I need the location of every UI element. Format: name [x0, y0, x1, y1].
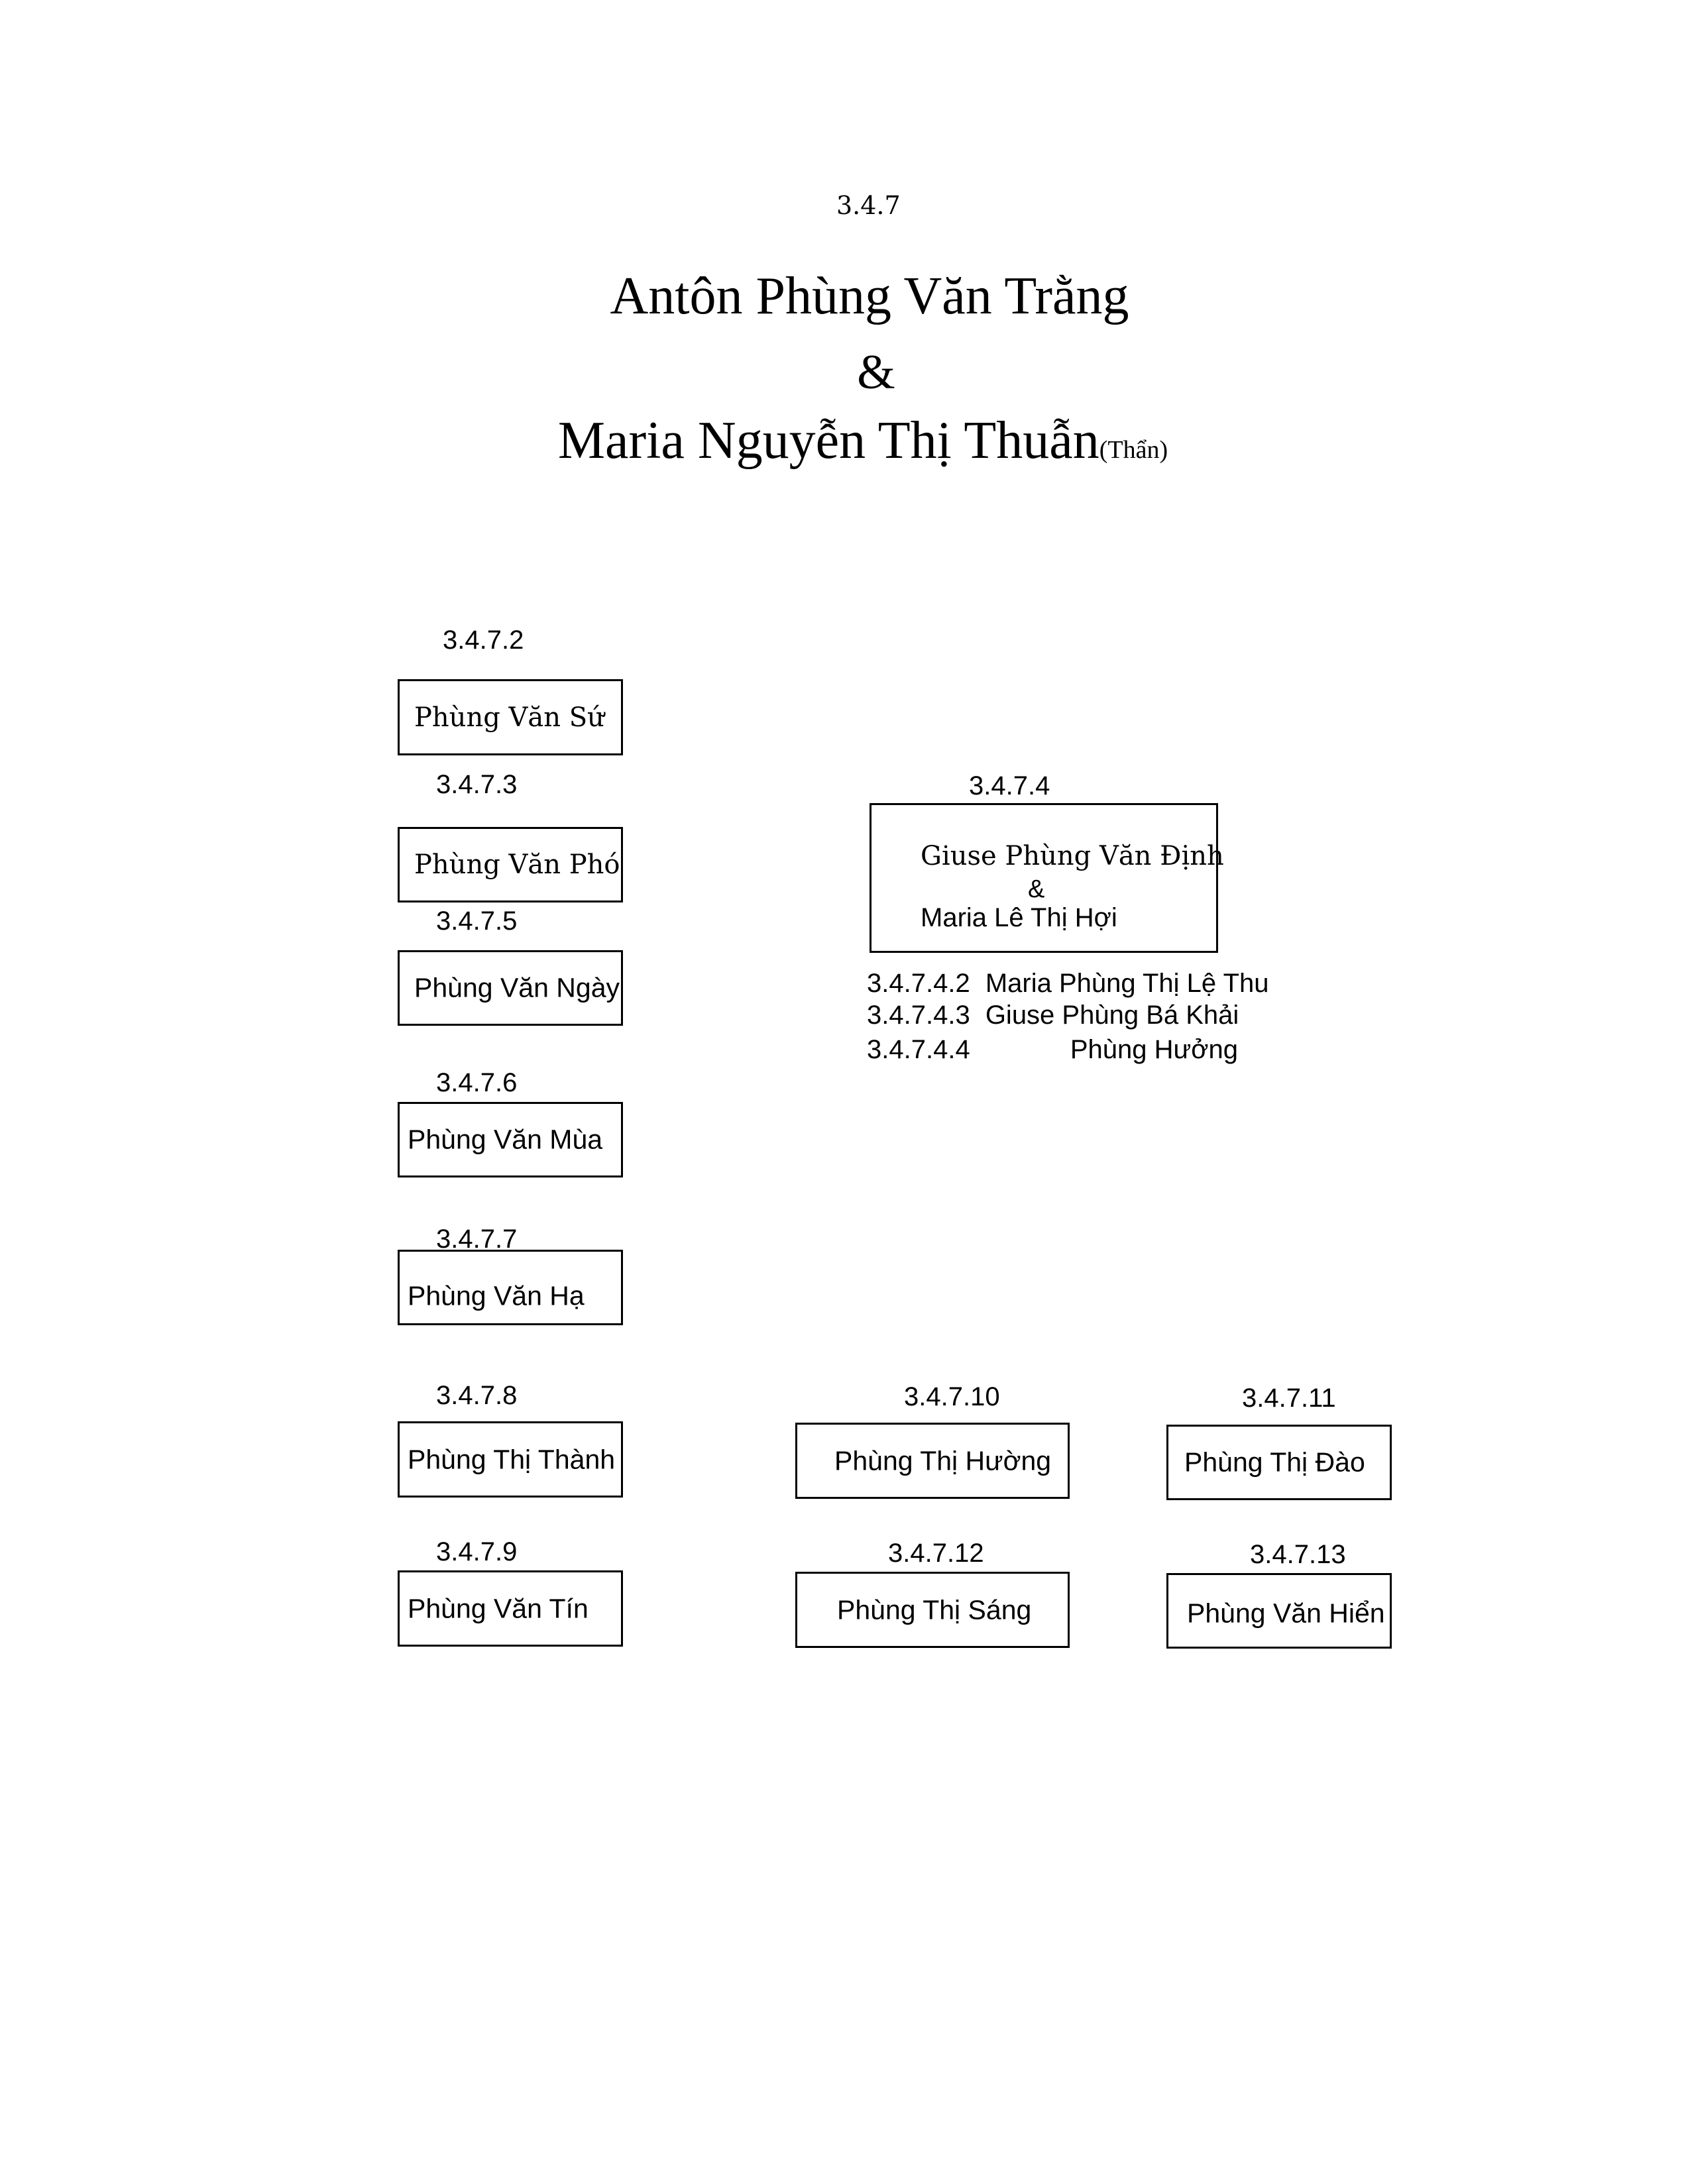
person-box: Phùng Thị Hường: [795, 1423, 1070, 1499]
person-name: Phùng Văn Hiển: [1187, 1598, 1385, 1629]
person-name: Phùng Văn Phó: [414, 849, 620, 880]
child-row: 3.4.7.4.3 Giuse Phùng Bá Khải: [867, 1001, 1239, 1030]
person-box: Phùng Văn Ngày: [398, 950, 623, 1026]
person-box: Phùng Thị Đào: [1166, 1425, 1392, 1500]
person-box: Phùng Văn Phó: [398, 827, 623, 902]
family-ampersand: &: [1028, 875, 1045, 903]
child-row: 3.4.7.4.2 Maria Phùng Thị Lệ Thu: [867, 969, 1269, 999]
wife-alias: (Thẩn): [1099, 436, 1168, 464]
title-ampersand: &: [857, 345, 895, 400]
person-name: Phùng Văn Tín: [408, 1593, 589, 1623]
person-name: Phùng Văn Ngày: [414, 972, 620, 1003]
person-box: Phùng Thị Thành: [398, 1421, 623, 1498]
person-box: Phùng Văn Mùa: [398, 1102, 623, 1177]
node-code: 3.4.7.3: [436, 770, 518, 799]
node-code: 3.4.7.7: [436, 1225, 518, 1254]
person-box: Phùng Văn Tín: [398, 1570, 623, 1647]
node-code: 3.4.7.11: [1242, 1384, 1336, 1413]
child-code: 3.4.7.4.3: [867, 1001, 970, 1030]
node-code: 3.4.7.10: [904, 1382, 1000, 1411]
header-code: 3.4.7: [836, 191, 901, 220]
node-code: 3.4.7.9: [436, 1537, 518, 1566]
person-name: Phùng Thị Thành: [408, 1444, 616, 1474]
wife-line: Maria Nguyễn Thị Thuẫn(Thẩn): [20, 411, 1686, 471]
wife-name: Maria Nguyễn Thị Thuẫn: [557, 411, 1099, 470]
person-name: Phùng Thị Đào: [1184, 1447, 1365, 1478]
family-husband: Giuse Phùng Văn Định: [921, 841, 1224, 871]
child-name: Phùng Hưởng: [1070, 1035, 1238, 1064]
family-box: Giuse Phùng Văn Định & Maria Lê Thị Hợi: [870, 803, 1224, 953]
person-name: Phùng Văn Sứ: [414, 702, 604, 733]
child-row: 3.4.7.4.4 Phùng Hưởng: [867, 1035, 1238, 1065]
child-code: 3.4.7.4.2: [867, 969, 970, 998]
person-box: Phùng Văn Hiển: [1166, 1573, 1392, 1649]
family-wife: Maria Lê Thị Hợi: [921, 903, 1117, 932]
person-name: Phùng Văn Mùa: [408, 1124, 603, 1155]
person-name: Phùng Thị Hường: [834, 1445, 1052, 1476]
family-code: 3.4.7.4: [969, 771, 1050, 800]
person-box: Phùng Văn Sứ: [398, 679, 623, 755]
node-code: 3.4.7.5: [436, 906, 518, 936]
node-code: 3.4.7.13: [1250, 1540, 1346, 1569]
person-name: Phùng Thị Sáng: [837, 1594, 1032, 1625]
child-code: 3.4.7.4.4: [867, 1035, 970, 1064]
node-code: 3.4.7.8: [436, 1381, 518, 1410]
person-name: Phùng Văn Hạ: [408, 1280, 585, 1311]
person-box: Phùng Thị Sáng: [795, 1572, 1070, 1648]
child-name: Maria Phùng Thị Lệ Thu: [985, 969, 1269, 998]
person-box: Phùng Văn Hạ: [398, 1250, 623, 1325]
node-code: 3.4.7.2: [443, 626, 524, 655]
node-code: 3.4.7.6: [436, 1068, 518, 1097]
husband-name: Antôn Phùng Văn Trằng: [610, 267, 1129, 325]
node-code: 3.4.7.12: [888, 1539, 984, 1568]
child-name: Giuse Phùng Bá Khải: [985, 1001, 1239, 1030]
